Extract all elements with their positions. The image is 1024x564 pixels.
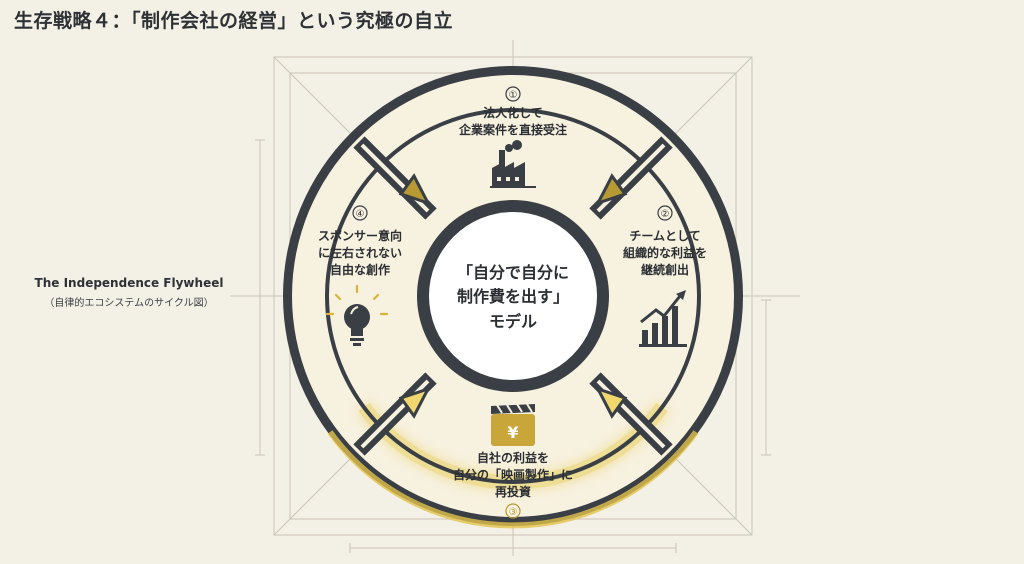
step-2: ② チームとして 組織的な利益を 継続創出 [623, 205, 707, 347]
step-3-line1: 自社の利益を [477, 450, 549, 465]
arrow-2-to-3 [594, 386, 628, 419]
step-2-line3: 継続創出 [641, 262, 689, 277]
step-3-number-circle [505, 503, 521, 519]
step-1-line1: 法人化して [483, 105, 543, 120]
page-title: 生存戦略４：「制作会社の経営」という究極の自立 [14, 10, 454, 32]
step-3: ¥ 自社の利益を 自分の「映画製作」に 再投資 ③ [453, 403, 573, 519]
center-text-line3: モデル [489, 312, 537, 331]
growth-chart-icon [639, 290, 687, 347]
inner-track-ring [325, 108, 701, 484]
step-1: ① 法人化して 企業案件を直接受注 [458, 86, 567, 188]
highlight-outer-arc [327, 430, 699, 529]
step-2-line1: チームとして [629, 229, 700, 243]
cycle-arrows [398, 173, 628, 419]
step-3-line2: 自分の「映画製作」に [453, 467, 573, 482]
center-text-line1: 「自分で自分に [457, 263, 569, 282]
step-2-line2: 組織的な利益を [623, 245, 707, 260]
step-1-number-circle [505, 86, 521, 102]
step-4: ④ スポンサー意向 に左右されない 自由な創作 [318, 205, 402, 346]
arrow-4-to-1 [398, 173, 432, 206]
center-text-line2: 制作費を出す」 [457, 287, 569, 306]
svg-text:¥: ¥ [507, 423, 518, 442]
factory-icon [490, 140, 536, 188]
step-3-number: ③ [509, 507, 518, 518]
step-4-line3: 自由な創作 [330, 262, 390, 277]
step-4-line1: スポンサー意向 [318, 228, 402, 243]
step-2-number-circle [657, 205, 673, 221]
arrow-3-to-4 [398, 386, 432, 419]
arrow-1-to-2 [594, 173, 628, 206]
lightbulb-icon [325, 284, 389, 346]
flywheel-title: The Independence Flywheel [34, 276, 224, 290]
step-4-line2: に左右されない [318, 245, 402, 260]
step-2-number: ② [661, 209, 670, 220]
step-1-line2: 企業案件を直接受注 [458, 122, 567, 137]
flywheel-subtitle: （自律的エコシステムのサイクル図） [44, 298, 214, 309]
step-1-number: ① [509, 90, 518, 101]
center-hub [429, 212, 597, 380]
step-4-number: ④ [356, 209, 365, 220]
clapperboard-yen-icon: ¥ [491, 403, 535, 446]
step-4-number-circle [352, 205, 368, 221]
step-3-line3: 再投資 [495, 484, 531, 499]
